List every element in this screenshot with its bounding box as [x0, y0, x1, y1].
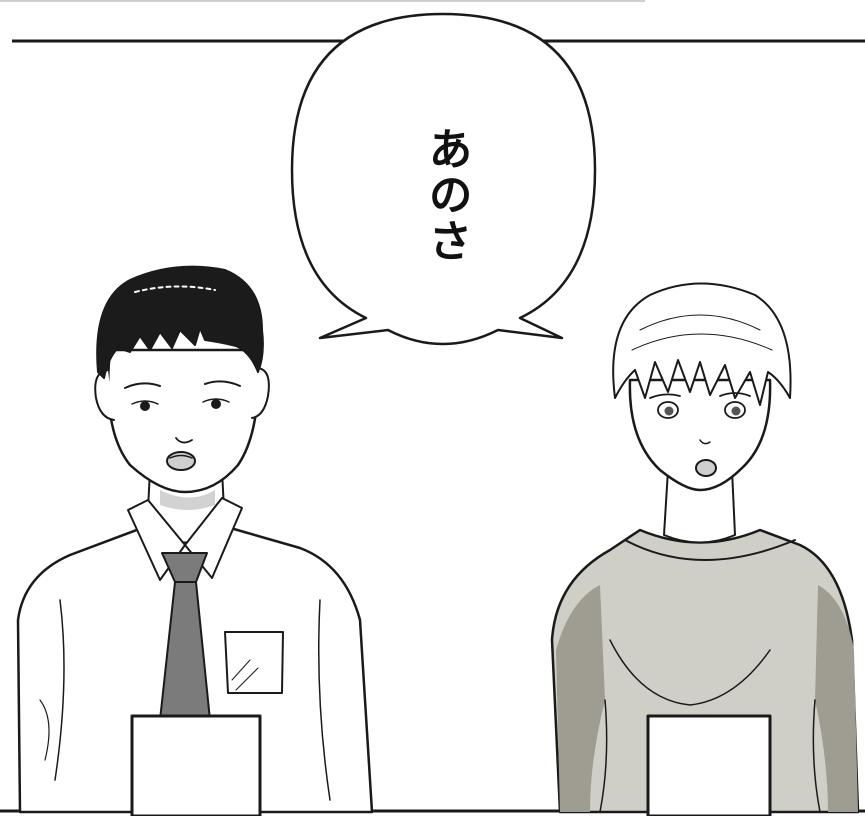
girl-mouth [695, 459, 717, 477]
girl-paper [646, 714, 772, 816]
shirt-pocket [224, 631, 284, 694]
boy-character [16, 265, 374, 816]
boy-mouth [166, 451, 196, 471]
boy-eye-right [211, 399, 221, 409]
girl-hair [612, 282, 792, 406]
boy-hair [96, 265, 264, 379]
boy-face [107, 348, 260, 494]
boy-paper [130, 714, 262, 816]
girl-character [550, 282, 860, 816]
boy-eye-left [140, 401, 150, 411]
speech-bubble [290, 12, 597, 346]
